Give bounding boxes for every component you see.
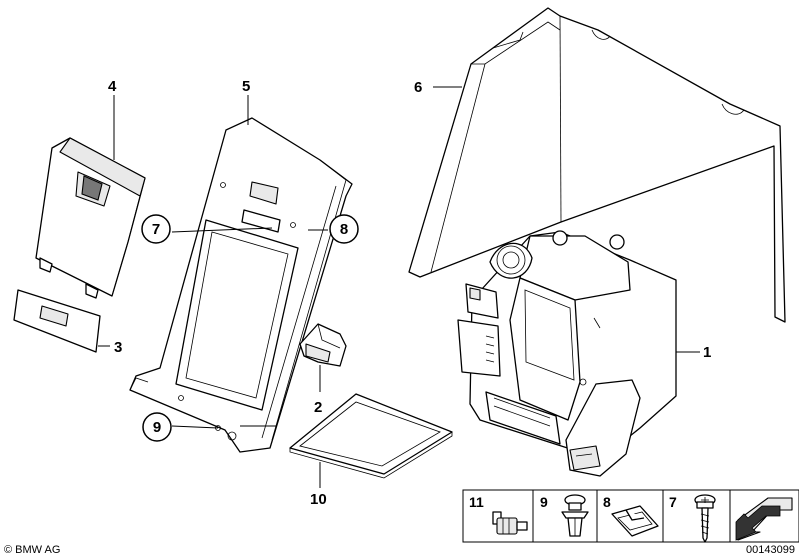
callout-7-circle[interactable]: 7	[141, 214, 171, 244]
callout-6[interactable]: 6	[414, 79, 422, 96]
part-5-frame[interactable]	[129, 117, 353, 453]
part-1-module[interactable]	[457, 230, 677, 477]
part-2-clip[interactable]	[299, 323, 347, 367]
part-4-cover[interactable]	[35, 137, 146, 299]
callout-5[interactable]: 5	[242, 78, 250, 95]
legend-label-11: 11	[469, 494, 484, 510]
callout-4[interactable]: 4	[108, 78, 117, 95]
callout-3[interactable]: 3	[114, 339, 122, 356]
callout-8: 8	[340, 221, 348, 238]
leader-lines	[98, 86, 700, 488]
diagram-number: 00143099	[746, 544, 795, 556]
fastener-legend: 11 9 8	[462, 489, 799, 543]
legend-label-7: 7	[669, 494, 677, 510]
screw-icon	[694, 494, 716, 543]
callout-2[interactable]: 2	[314, 399, 322, 416]
callout-8-circle[interactable]: 8	[329, 214, 359, 244]
copyright-label: © BMW AG	[4, 544, 60, 556]
part-10-pad[interactable]	[289, 393, 453, 479]
navigation-arrow-icon[interactable]	[735, 497, 793, 541]
callout-9-circle[interactable]: 9	[142, 412, 172, 442]
callouts: 1 2 3 4 5 6 10 7 8 9	[108, 78, 711, 508]
part-3-panel[interactable]	[13, 289, 101, 353]
legend-item-11[interactable]: 11	[469, 494, 528, 535]
spring-nut-icon	[611, 505, 659, 537]
callout-10[interactable]: 10	[310, 491, 327, 508]
legend-label-9: 9	[540, 494, 548, 510]
callout-1[interactable]: 1	[703, 344, 711, 361]
legend-item-9[interactable]: 9	[540, 494, 589, 537]
legend-label-8: 8	[603, 494, 611, 510]
expanding-rivet-icon	[561, 494, 589, 537]
pin-icon	[492, 511, 528, 535]
part-6-trim-panel[interactable]	[408, 7, 786, 323]
legend-item-8[interactable]: 8	[603, 494, 659, 537]
callout-9: 9	[153, 419, 161, 436]
callout-7: 7	[152, 221, 160, 238]
legend-item-7[interactable]: 7	[669, 494, 716, 543]
